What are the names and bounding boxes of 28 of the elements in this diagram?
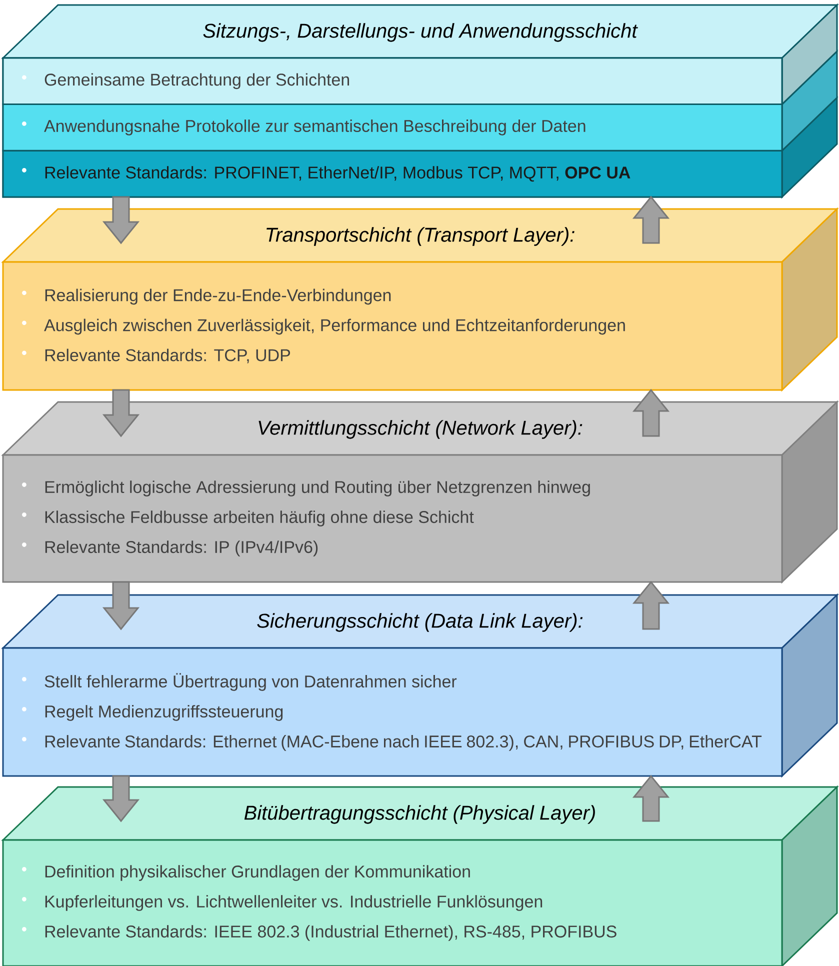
bullet-item: Relevante Standards: IEEE 802.3 (Industrial Ethernet), RS-485, PROFIBUS bbox=[45, 925, 616, 941]
layer-heading: Sicherungsschicht (Data Link Layer): bbox=[257, 613, 583, 632]
bullet-item: Stellt fehlerarme Übertragung von Datenrahmen sicher bbox=[44, 673, 457, 691]
bullet-item: Regelt Medienzugriffssteuerung bbox=[45, 705, 283, 721]
block-arrow bbox=[632, 196, 670, 244]
bullet-item: Kupferleitungen vs. Lichtwellenleiter vs. Industrielle Funklösungen bbox=[45, 895, 542, 911]
layer-heading: Sitzungs-, Darstellungs- und Anwendungsschicht bbox=[203, 23, 638, 42]
block-arrow bbox=[102, 775, 140, 822]
layer-heading: Bitübertragungsschicht (Physical Layer) bbox=[244, 805, 595, 824]
block-arrow bbox=[102, 196, 140, 244]
bullet-item: Realisierung der Ende-zu-Ende-Verbindungen bbox=[45, 288, 391, 305]
bullet-item: Relevante Standards: TCP, UDP bbox=[45, 348, 290, 364]
block-arrow bbox=[102, 581, 140, 630]
bullet-item: Anwendungsnahe Protokolle zur semantischen Beschreibung der Daten bbox=[44, 120, 586, 136]
bullet-item: Klassische Feldbusse arbeiten häufig ohne diese Schicht bbox=[45, 510, 474, 526]
bullet-item: Definition physikalischer Grundlagen der Kommunikation bbox=[45, 865, 470, 881]
bullet-item: Gemeinsame Betrachtung der Schichten bbox=[44, 73, 349, 90]
bullet-item: Ermöglicht logische Adressierung und Routing über Netzgrenzen hinweg bbox=[45, 480, 590, 496]
layer-heading: Vermittlungsschicht (Network Layer): bbox=[258, 420, 582, 439]
block-arrow bbox=[632, 774, 670, 822]
layer-heading: Transportschicht (Transport Layer): bbox=[266, 227, 574, 246]
bullet-item: Relevante Standards: PROFINET, EtherNet/IP, Modbus TCP, MQTT, OPC UA bbox=[45, 166, 630, 182]
block-arrow bbox=[102, 389, 140, 438]
bullet-item: Ausgleich zwischen Zuverlässigkeit, Performance und Echtzeitanforderungen bbox=[44, 318, 625, 335]
block-arrow bbox=[632, 388, 670, 437]
bullet-item: Relevante Standards: Ethernet (MAC-Ebene nach IEEE 802.3), CAN, PROFIBUS DP, EtherCAT bbox=[45, 735, 762, 751]
block-arrow bbox=[632, 580, 670, 630]
bullet-item: Relevante Standards: IP (IPv4/IPv6) bbox=[45, 540, 318, 556]
